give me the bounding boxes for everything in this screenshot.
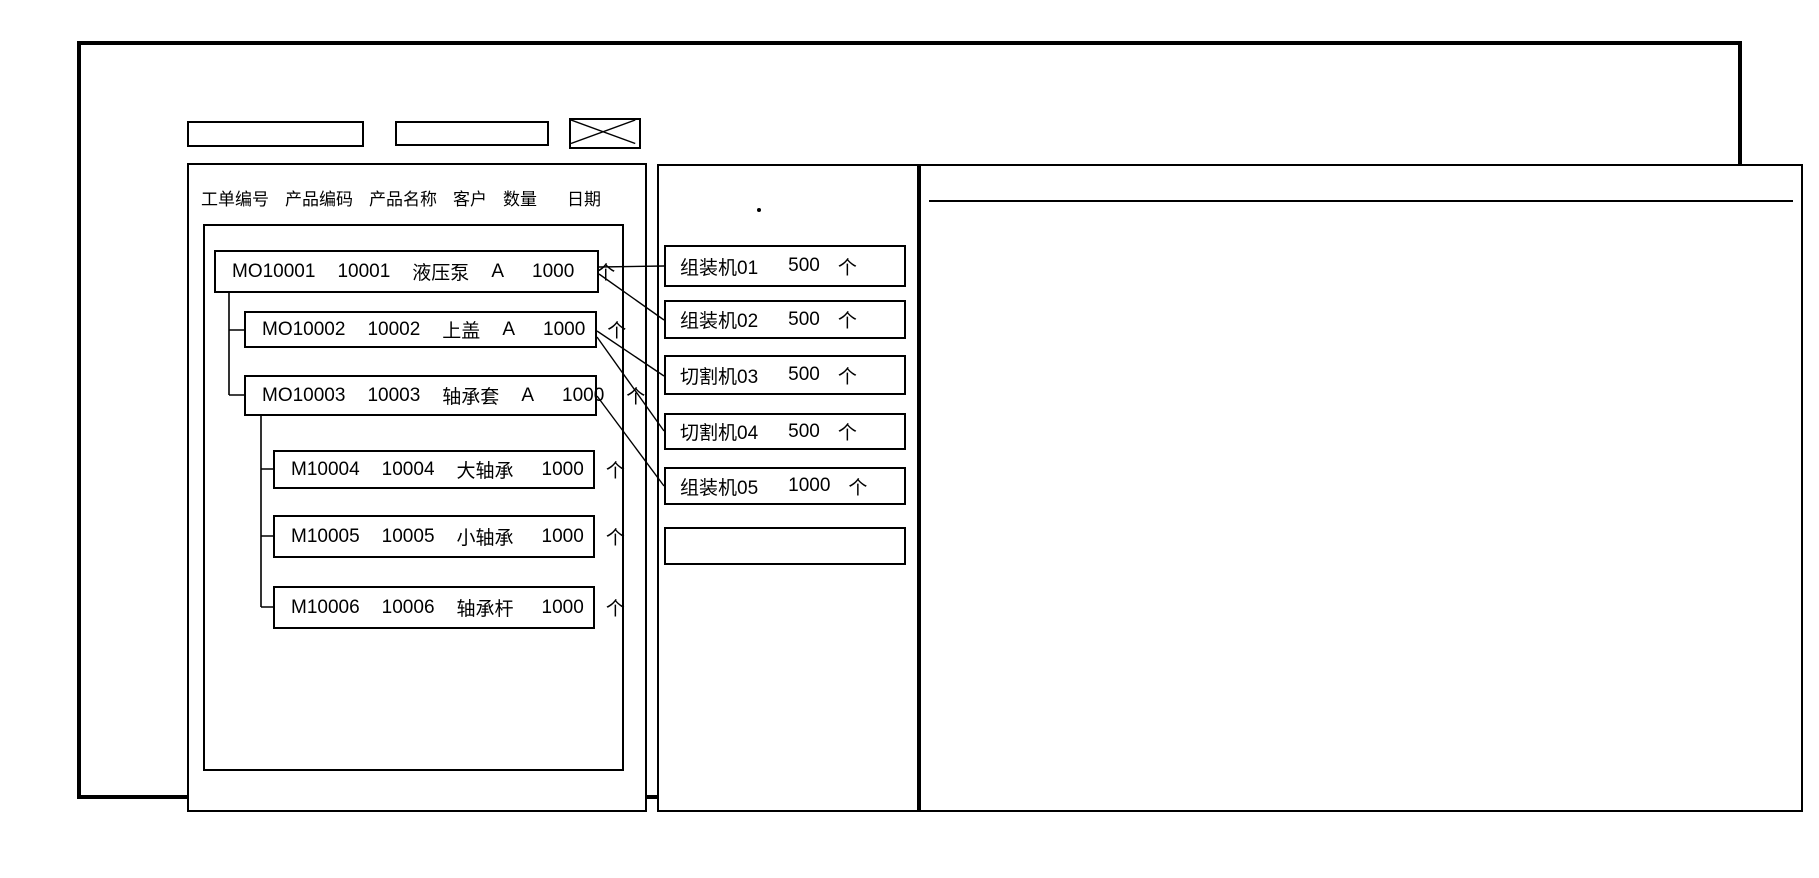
machine-name: 组装机05	[680, 477, 759, 499]
machine-row-04[interactable]: 切割机04 500 个	[664, 413, 906, 450]
order-no: MO10002	[262, 318, 346, 340]
machine-name: 组装机02	[680, 311, 759, 332]
machine-name: 切割机04	[680, 423, 759, 444]
detail-panel	[919, 164, 1803, 812]
quantity: 1000	[532, 260, 575, 282]
machine-row-03[interactable]: 切割机03 500 个	[664, 355, 906, 395]
customer: A	[491, 260, 504, 282]
product-name: 轴承套	[442, 387, 500, 408]
work-order-row-mo10003[interactable]: MO10003 10003 轴承套 A 1000 个	[244, 375, 645, 416]
machine-qty: 500	[788, 364, 820, 385]
quantity: 1000	[541, 596, 584, 618]
x-box-button[interactable]	[569, 118, 641, 149]
machine-row-empty[interactable]	[664, 527, 906, 565]
unit: 个	[605, 461, 625, 482]
work-order-column-header: 工单编号 产品编码 产品名称 客户 数量 日期	[201, 185, 601, 209]
work-order-row-mo10002[interactable]: MO10002 10002 上盖 A 1000 个	[244, 311, 626, 348]
machine-qty: 500	[788, 420, 820, 442]
x-icon	[571, 120, 639, 147]
customer: A	[502, 318, 515, 340]
product-code: 10006	[381, 596, 435, 618]
order-no: MO10003	[262, 384, 346, 406]
work-order-row-m10004[interactable]: M10004 10004 大轴承 1000 个	[273, 450, 625, 489]
column-product-name: 产品名称	[369, 189, 437, 209]
machine-qty: 500	[788, 255, 820, 276]
machine-row-05[interactable]: 组装机05 1000 个	[664, 467, 906, 505]
machine-name: 组装机01	[680, 257, 759, 279]
unit: 个	[607, 321, 627, 342]
product-name: 大轴承	[456, 461, 514, 482]
column-product-code: 产品编码	[285, 189, 353, 209]
product-code: 10005	[381, 525, 435, 547]
detail-panel-header-divider	[929, 200, 1793, 202]
unit: 个	[848, 477, 868, 499]
product-code: 10003	[367, 384, 421, 406]
machine-qty: 1000	[788, 475, 831, 496]
work-order-row-m10005[interactable]: M10005 10005 小轴承 1000 个	[273, 515, 625, 558]
machine-row-02[interactable]: 组装机02 500 个	[664, 300, 906, 339]
unit: 个	[605, 599, 625, 620]
product-name: 上盖	[442, 321, 481, 342]
quantity: 1000	[562, 384, 605, 406]
work-order-tree-container	[203, 224, 624, 771]
unit: 个	[837, 366, 857, 388]
unit: 个	[626, 387, 646, 408]
column-order-no: 工单编号	[201, 189, 269, 209]
machine-name: 切割机03	[680, 366, 759, 388]
unit: 个	[605, 528, 625, 549]
work-order-row-mo10001[interactable]: MO10001 10001 液压泵 A 1000 个	[214, 250, 615, 293]
unit: 个	[837, 257, 857, 279]
product-code: 10002	[367, 318, 421, 340]
work-order-row-m10006[interactable]: M10006 10006 轴承杆 1000 个	[273, 586, 625, 629]
machine-row-01[interactable]: 组装机01 500 个	[664, 245, 906, 287]
column-qty: 数量	[503, 189, 537, 209]
quantity: 1000	[543, 318, 586, 340]
toolbar-field-1[interactable]	[187, 121, 364, 147]
unit: 个	[837, 423, 857, 444]
customer: A	[521, 384, 534, 406]
machine-qty: 500	[788, 308, 820, 330]
unit: 个	[837, 311, 857, 332]
unit: 个	[596, 263, 616, 284]
order-no: MO10001	[232, 260, 316, 282]
column-date: 日期	[567, 189, 601, 209]
product-name: 液压泵	[412, 263, 470, 284]
order-no: M10005	[291, 525, 360, 547]
product-name: 轴承杆	[456, 599, 514, 620]
product-code: 10001	[337, 260, 391, 282]
quantity: 1000	[541, 458, 584, 480]
toolbar-field-2[interactable]	[395, 121, 549, 146]
product-name: 小轴承	[456, 528, 514, 549]
order-no: M10004	[291, 458, 360, 480]
quantity: 1000	[541, 525, 584, 547]
stray-dot-mark	[757, 208, 761, 212]
order-no: M10006	[291, 596, 360, 618]
app-window: 工单编号 产品编码 产品名称 客户 数量 日期 MO10001 10001 液压…	[77, 41, 1803, 812]
column-customer: 客户	[453, 189, 487, 209]
product-code: 10004	[381, 458, 435, 480]
